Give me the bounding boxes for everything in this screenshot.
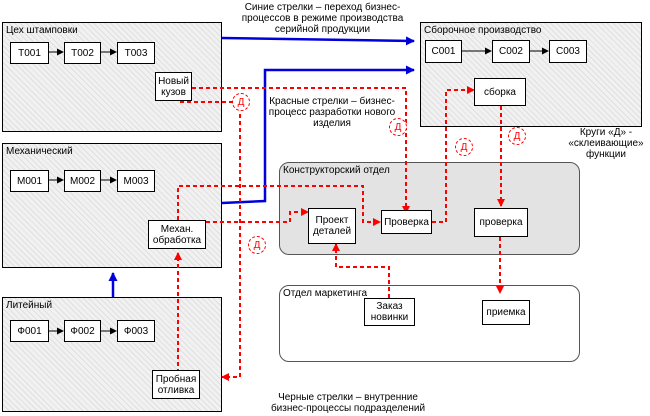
glue-function-circle: Д bbox=[232, 93, 250, 111]
process-box-c003[interactable]: С003 bbox=[549, 40, 587, 63]
process-box-trial-casting[interactable]: Пробная отливка bbox=[152, 370, 200, 399]
glue-function-circle: Д bbox=[248, 236, 266, 254]
process-box-f002[interactable]: Ф002 bbox=[64, 320, 101, 342]
dept-design-title: Конструкторский отдел bbox=[283, 165, 390, 176]
process-box-m002[interactable]: М002 bbox=[64, 170, 101, 192]
process-box-m003[interactable]: М003 bbox=[117, 170, 155, 192]
blue-arrows bbox=[108, 36, 415, 297]
process-box-t002[interactable]: Т002 bbox=[64, 42, 101, 64]
process-box-f003[interactable]: Ф003 bbox=[117, 320, 155, 342]
process-box-parts-project[interactable]: Проект деталей bbox=[308, 208, 356, 244]
dept-marketing-title: Отдел маркетинга bbox=[283, 288, 368, 299]
process-box-check[interactable]: Проверка bbox=[381, 210, 432, 234]
dept-foundry-title: Литейный bbox=[6, 300, 53, 311]
process-box-t001[interactable]: Т001 bbox=[10, 42, 49, 64]
process-box-t003[interactable]: Т003 bbox=[117, 42, 155, 64]
process-box-new-order[interactable]: Заказ новинки bbox=[364, 298, 415, 326]
process-box-m001[interactable]: М001 bbox=[10, 170, 49, 192]
note-blue-arrows: Синие стрелки – переход бизнес-процессов… bbox=[241, 2, 404, 35]
red-arrows bbox=[174, 86, 505, 381]
process-box-acceptance[interactable]: приемка bbox=[482, 300, 530, 325]
process-box-assembly[interactable]: сборка bbox=[474, 78, 526, 106]
dept-mechanical-title: Механический bbox=[6, 146, 73, 157]
process-box-new-body[interactable]: Новый кузов bbox=[155, 72, 192, 101]
glue-function-circle: Д bbox=[455, 138, 473, 156]
note-circles: Круги «Д» - «склеивающие» функции bbox=[568, 127, 644, 160]
note-black-arrows: Черные стрелки – внутренние бизнес-проце… bbox=[270, 392, 426, 414]
glue-function-circle: Д bbox=[389, 118, 407, 136]
process-box-check-2[interactable]: проверка bbox=[474, 208, 528, 237]
glue-function-circle: Д bbox=[508, 127, 526, 145]
process-box-c002[interactable]: С002 bbox=[492, 40, 530, 63]
dept-stamping-title: Цех штамповки bbox=[6, 25, 78, 36]
note-red-arrows: Красные стрелки – бизнес-процесс разрабо… bbox=[268, 96, 396, 129]
process-box-mech-processing[interactable]: Механ. обработка bbox=[148, 220, 206, 249]
process-box-f001[interactable]: Ф001 bbox=[10, 320, 49, 342]
process-box-c001[interactable]: С001 bbox=[425, 40, 462, 63]
dept-assembly: Сборочное производство bbox=[420, 22, 642, 127]
dept-assembly-title: Сборочное производство bbox=[424, 25, 542, 36]
black-arrows bbox=[49, 47, 549, 335]
